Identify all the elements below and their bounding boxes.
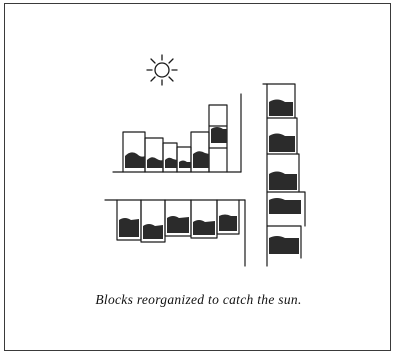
right-column-shadows bbox=[269, 100, 301, 255]
figure-caption: Blocks reorganized to catch the sun. bbox=[5, 292, 392, 308]
figure-frame: Blocks reorganized to catch the sun. bbox=[4, 3, 391, 351]
lower-row-shadows bbox=[119, 215, 237, 240]
sun-icon bbox=[147, 55, 177, 85]
